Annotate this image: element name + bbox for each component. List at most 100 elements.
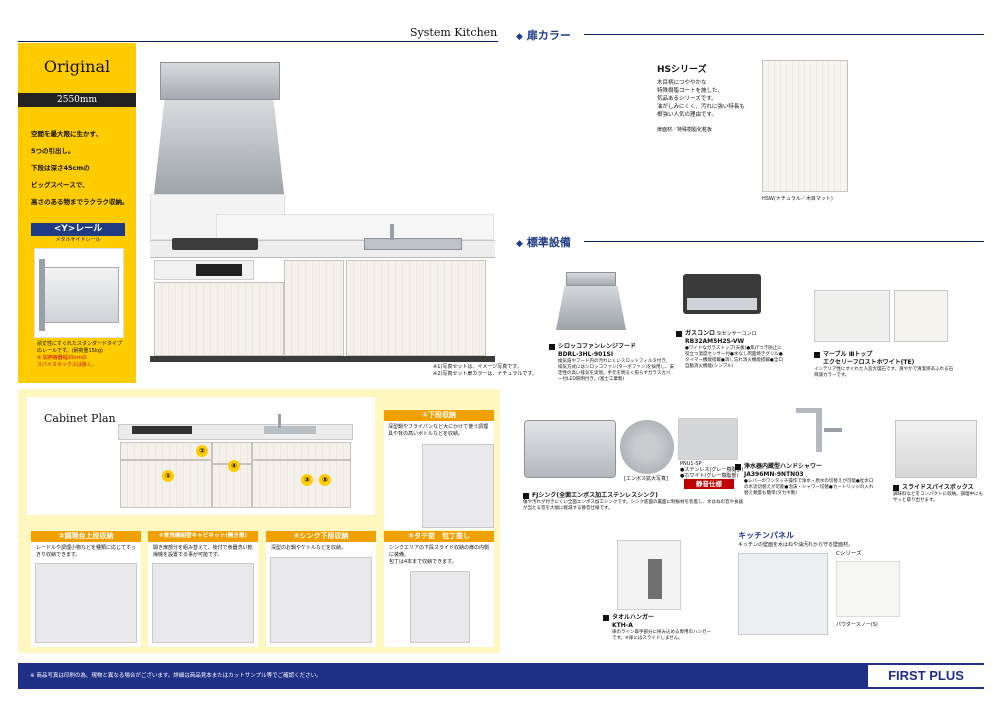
equip-faucet-model: JA396MN-9NTN03: [744, 471, 804, 478]
cabinet-plan-title: Cabinet Plan: [44, 412, 116, 425]
plan-section-1-header: ①下段収納: [384, 410, 494, 421]
header-line-left: [18, 41, 498, 42]
kitchen-panel-swatch: [836, 561, 900, 617]
original-title: Original: [43, 57, 111, 76]
equip-emboss-photo: [620, 420, 674, 474]
plan-section-2-header: ②調理台上段収納: [31, 531, 141, 542]
equip-sink-part-1: PNU1-SP: [680, 461, 702, 467]
equip-hood-desc: 換気扇やフード内の汚れにくいスロットフィルタ付き。排気方式にはシロッコファン(タ…: [558, 359, 675, 382]
equip-sink-part-photo: [678, 418, 738, 460]
plan-section-4-desc: 深型のお鍋やケトルなどを収納。: [271, 545, 347, 551]
plan-section-1-photo: [422, 444, 494, 528]
equip-hood-name: シロッコファンレンジフード: [558, 343, 637, 350]
rail-description: 頑丈性にすぐれたスタンダードタイプのレールです。(耐荷重15kg): [37, 341, 123, 354]
equip-towel-desc: 扉のライン取手部分に挟み込める専用のハンガーです。※扉にはスライドしません。: [612, 630, 711, 641]
equip-stove-badge: Siセンサーコンロ: [717, 331, 757, 337]
equip-faucet-desc: ●レバーのワンタッチ操作で浄水・原水の切替えが可能●吐水口の水流切替えが可能●泡…: [744, 479, 874, 496]
plan-section-2: ②調理台上段収納 レードルや調理小物などを種類に応じてすっきり収納できます。: [31, 531, 141, 647]
kitchen-panel-series: Cシリーズ: [836, 551, 862, 557]
footer-brand: FIRST PLUS: [868, 665, 984, 687]
equip-sink-photo: [524, 420, 616, 478]
equip-towel-photo: [617, 540, 681, 610]
plan-section-4: ④シンク下段収納 深型のお鍋やケトルなどを収納。: [266, 531, 376, 647]
range-hood: [160, 62, 280, 100]
plan-section-4-header: ④シンク下段収納: [266, 531, 376, 542]
kitchen-panel-swatch-label: パウダースノー(S): [836, 622, 878, 628]
plan-marker-3: ③: [301, 474, 313, 486]
rail-subtitle: メタルサイドレール: [55, 237, 101, 243]
plan-marker-4: ④: [228, 460, 240, 472]
plan-marker-1: ①: [162, 470, 174, 482]
kitchen-panel-title: キッチンパネル: [738, 531, 794, 540]
diamond-icon: ◆: [516, 32, 523, 42]
equip-marble-desc: インテリア性にすぐれた人造大理石です。爽やかで清潔感あふれる石目調カラーです。: [814, 367, 954, 378]
header-line-equipment: [584, 241, 984, 242]
equip-marble-photo: [814, 290, 890, 342]
equip-towel-model: KTH-A: [612, 622, 633, 629]
equip-marble-swatch: [894, 290, 948, 342]
equip-marble-model: エクセリーフロストホワイト(TE): [823, 359, 915, 366]
footer-note: ※ 商品写真は印刷の為、現物と異なる場合がございます。詳細は商品見本またはカット…: [30, 673, 322, 679]
equip-spice-desc: 調味料などをコンパクトに収納。調理中にもサッと取り出せます。: [893, 492, 983, 503]
plan-section-5-photo: [410, 571, 470, 643]
equip-faucet-photo: [788, 404, 848, 456]
equip-sink: FJシンク(全面エンボス加工ステンレスシンク) 傷や汚れが付きにくい全面エンボス…: [523, 492, 743, 512]
equip-stove: ガスコンロ Siセンサーコンロ RB32AM5H2S-VW ●ワイドなガラストッ…: [676, 330, 786, 370]
equip-hood-model: BDRL-3HL-901SI: [558, 351, 614, 358]
plan-section-3-header: ③食洗機組替キャビネット(開き扉): [148, 531, 258, 542]
plan-section-2-photo: [35, 563, 137, 643]
plan-section-5: ⑤タテ型 包丁差し シンクエリアの下段スライド収納の扉の内側に装備。 包丁は4本…: [384, 531, 494, 647]
equip-sink-part-3: ●ホワイト(グレー樹脂部): [680, 473, 739, 479]
header-line-right: [584, 34, 984, 35]
door-color-heading: ◆扉カラー: [516, 29, 571, 42]
equip-spice-photo: [895, 420, 977, 478]
equip-hood: シロッコファンレンジフード BDRL-3HL-901SI 換気扇やフード内の汚れ…: [549, 343, 679, 383]
plan-section-5-header: ⑤タテ型 包丁差し: [384, 531, 494, 542]
diamond-icon: ◆: [516, 239, 523, 249]
rail-photo: [34, 248, 124, 338]
equip-marble: マーブル Ⅲトップ エクセリーフロストホワイト(TE) インテリア性にすぐれた人…: [814, 351, 954, 379]
equip-hood-photo: [556, 268, 626, 338]
equip-sink-sub: [エンボス拡大写真]: [624, 476, 668, 482]
original-size: 2550mm: [18, 93, 136, 107]
desc-line: 高さのある物までラクラク収納。: [31, 198, 129, 206]
kitchen-panel-desc: キッチンの壁面を水はねや油汚れから守る壁面材。: [738, 542, 854, 548]
equip-sink-name: FJシンク(全面エンボス加工ステンレスシンク): [532, 492, 658, 499]
original-description: 空間を最大限に生かす、 5つの引出し。 下段は深さ45cmの ビッグスペースで、…: [31, 126, 135, 211]
equip-stove-desc: ●ワイドなガラストップ(天板)●焦げつき防止に役立つ温度センサー付●水なし両面焼…: [685, 346, 783, 369]
desc-line: 下段は深さ45cmの: [31, 164, 90, 172]
plan-section-1: ①下段収納 深型鍋やフライパンなど大にかけて使う調理具や背の高いボトルなどを収納…: [384, 410, 494, 530]
photo-note-1: ※1)写真セットは、イメージ写真です。: [433, 364, 522, 370]
hs-series-title: HSシリーズ: [657, 65, 707, 75]
desc-line: ビッグスペースで、: [31, 181, 89, 189]
rail-title: <Y>レール: [31, 223, 125, 236]
system-kitchen-label: System Kitchen: [410, 26, 498, 39]
equip-stove-model: RB32AM5H2S-VW: [685, 338, 745, 345]
hs-swatch: [762, 60, 848, 192]
equip-towel: タオルハンガー KTH-A 扉のライン取手部分に挟み込める専用のハンガーです。※…: [603, 614, 713, 642]
plan-section-3: ③食洗機組替キャビネット(開き扉) 開き扉部分を組み替えて、後付で食器洗い乾燥機…: [148, 531, 258, 647]
equip-stove-photo: [683, 274, 761, 314]
plan-marker-2: ②: [196, 445, 208, 457]
equip-sink-part-2: ●ステンレス(グレー樹脂部): [680, 467, 744, 473]
equip-towel-name: タオルハンガー: [612, 614, 655, 621]
plan-marker-5: ⑤: [319, 474, 331, 486]
equip-faucet: 浄水器内蔵型ハンドシャワー JA396MN-9NTN03 ●レバーのワンタッチ操…: [735, 463, 875, 497]
equip-sink-static-badge: 静音仕様: [684, 479, 734, 489]
equip-marble-name: マーブル Ⅲトップ: [823, 351, 873, 358]
plan-section-4-photo: [270, 557, 372, 643]
standard-equipment-heading: ◆標準設備: [516, 236, 571, 249]
equip-spice: スライドスパイスボックス 調味料などをコンパクトに収納。調理中にもサッと取り出せ…: [893, 484, 983, 504]
kitchen-panel-photo: [738, 553, 828, 635]
main-kitchen-photo: [150, 52, 495, 364]
plan-section-3-desc: 開き扉部分を組み替えて、後付で食器洗い乾燥機を設置する事が可能です。: [153, 545, 253, 558]
equip-faucet-name: 浄水器内蔵型ハンドシャワー: [744, 463, 823, 470]
desc-line: 5つの引出し。: [31, 147, 75, 155]
plan-section-5-desc: シンクエリアの下段スライド収納の扉の内側に装備。 包丁は4本まで収納できます。: [389, 545, 490, 565]
hs-series-desc: 木目柄につややかな 特殊樹脂コートを施した、 気品あるシリーズです。 油がしみに…: [657, 80, 745, 118]
photo-note-2: ※2)写真セット扉カラーは、ナチュラルです。: [433, 371, 537, 377]
equip-sink-desc: 傷や汚れが付きにくい全面エンボス加工シンクです。シンク底面の裏面に制振材を装着し…: [523, 500, 743, 511]
equip-spice-name: スライドスパイスボックス: [902, 484, 974, 491]
plan-section-3-photo: [152, 563, 254, 643]
hs-swatch-label: HSW(ナチュラル／木目マット): [762, 196, 833, 202]
